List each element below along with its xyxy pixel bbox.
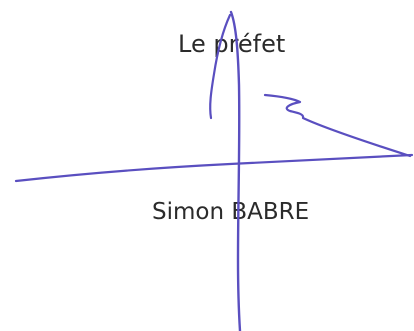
signatory-title: Le préfet [178, 30, 286, 58]
signature-stroke-flourish [263, 93, 412, 158]
signatory-name: Simon BABRE [152, 199, 310, 225]
signature-stroke-horizontal [14, 153, 414, 183]
